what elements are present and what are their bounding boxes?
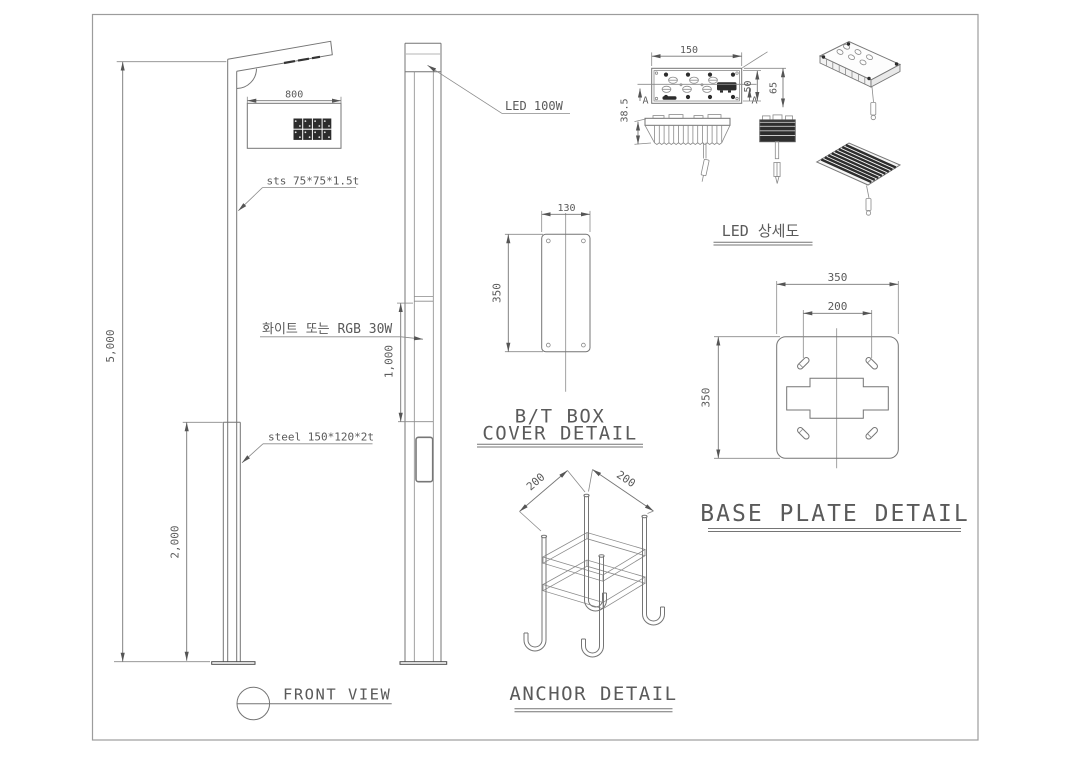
- bolt-slot-bl: [797, 427, 810, 440]
- bolt-slot-tr: [865, 357, 878, 370]
- led-top-view: A A 150 50 65: [637, 45, 786, 108]
- svg-text:LED 100W: LED 100W: [505, 99, 564, 113]
- bt-box-title-1: B/T BOX: [515, 406, 606, 428]
- bolt-slot-br: [865, 427, 878, 440]
- label-led-spec: LED 100W: [427, 64, 570, 114]
- dim-head-width: 800: [246, 90, 342, 104]
- bt-box-door: [415, 436, 434, 483]
- bt-cover-plate: [541, 233, 591, 353]
- led-corner-holes: [654, 71, 739, 101]
- led-detail: A A 150 50 65: [620, 40, 902, 246]
- svg-text:5,000: 5,000: [104, 329, 117, 362]
- dim-mid-section: 1,000: [383, 302, 413, 422]
- pole-base-sleeve: [222, 421, 241, 662]
- led-side-view: 38.5: [620, 98, 731, 182]
- dim-anchor-b: 200: [588, 468, 654, 514]
- label-base-spec: steel 150*120*2t: [241, 431, 374, 464]
- svg-text:65: 65: [769, 82, 780, 94]
- svg-text:50: 50: [743, 80, 754, 92]
- bolt-slot-tl: [797, 357, 810, 370]
- dim-hole-spacing: 200: [802, 300, 873, 358]
- led-detail-title: LED 상세도: [722, 222, 800, 240]
- svg-text:sts 75*75*1.5t: sts 75*75*1.5t: [267, 175, 360, 188]
- side-cable: [703, 142, 707, 159]
- front-view: 800 sts 75*75*1.5t 5,000 2,000 steel 150…: [104, 40, 374, 665]
- base-plate-detail: 350 200 350 BASE PLATE DETAIL: [700, 271, 969, 532]
- svg-text:A: A: [642, 96, 648, 107]
- anchor-bolts: [523, 493, 665, 658]
- svg-text:38.5: 38.5: [620, 98, 631, 122]
- svg-text:350: 350: [828, 271, 848, 284]
- heatsink-fins: [654, 125, 723, 143]
- svg-text:130: 130: [557, 203, 575, 214]
- side-view: LED 100W 1,000 화이트 또는 RGB 30W: [260, 42, 570, 665]
- svg-text:1,000: 1,000: [383, 345, 396, 378]
- base-plate-outline: [776, 336, 899, 459]
- anchor-frames: [541, 532, 646, 610]
- svg-text:2,000: 2,000: [169, 525, 182, 558]
- lamp-panel: [246, 102, 342, 149]
- dim-lower-height: 2,000: [169, 421, 223, 661]
- dim-led-width: 150: [651, 45, 743, 66]
- bt-box-title-2: COVER DETAIL: [482, 423, 637, 445]
- side-pole-inner-lines: [398, 71, 434, 662]
- svg-text:150: 150: [680, 45, 698, 56]
- dim-total-height: 5,000: [104, 61, 227, 663]
- svg-text:200: 200: [828, 300, 848, 313]
- svg-text:350: 350: [491, 283, 504, 303]
- led-connector: [717, 82, 737, 91]
- dim-bt-width: 130: [541, 203, 591, 232]
- arm-led-strip: [283, 55, 321, 65]
- bt-box-cover-detail: 130 350 B/T BOX COVER DETAIL: [477, 203, 643, 448]
- led-end-view: [759, 114, 796, 184]
- label-lamp-spec: 화이트 또는 RGB 30W: [260, 322, 424, 341]
- dim-bt-height: 350: [491, 233, 543, 353]
- pole-base-plate: [211, 661, 256, 665]
- led-iso-bottom: [815, 142, 902, 216]
- svg-text:350: 350: [700, 388, 713, 408]
- base-plate-title: BASE PLATE DETAIL: [700, 501, 969, 527]
- side-pole-outline: [404, 42, 442, 662]
- dim-plate-height: 350: [700, 336, 780, 459]
- led-iso-top: [818, 40, 902, 121]
- front-view-caption: FRONT VIEW: [236, 686, 392, 721]
- svg-text:화이트 또는 RGB 30W: 화이트 또는 RGB 30W: [262, 322, 392, 337]
- label-arm-spec: sts 75*75*1.5t: [238, 175, 360, 212]
- arm-gusset: [236, 68, 257, 89]
- led-lenses: [661, 76, 718, 93]
- side-base-plate: [399, 661, 448, 665]
- svg-text:steel 150*120*2t: steel 150*120*2t: [268, 431, 374, 444]
- section-marker-left: A: [637, 88, 649, 107]
- bt-cover-holes: [545, 238, 586, 348]
- center-cutout: [786, 377, 889, 419]
- dim-anchor-a: 200: [519, 470, 586, 532]
- lamp-led-modules: [293, 118, 332, 140]
- dim-led-depth: 50: [743, 70, 761, 102]
- dim-fin-height: 38.5: [620, 98, 652, 145]
- anchor-detail: 200 200 ANCHOR DETAIL: [509, 468, 677, 713]
- svg-text:200: 200: [524, 470, 548, 493]
- dim-plate-width: 350: [776, 271, 899, 334]
- drawing-frame: [91, 13, 979, 741]
- front-view-caption-text: FRONT VIEW: [283, 686, 391, 704]
- svg-text:800: 800: [285, 90, 303, 101]
- anchor-title: ANCHOR DETAIL: [509, 683, 677, 705]
- dim-led-height: 65: [744, 67, 786, 108]
- pole-shaft: [227, 59, 238, 662]
- led-port: [662, 96, 677, 100]
